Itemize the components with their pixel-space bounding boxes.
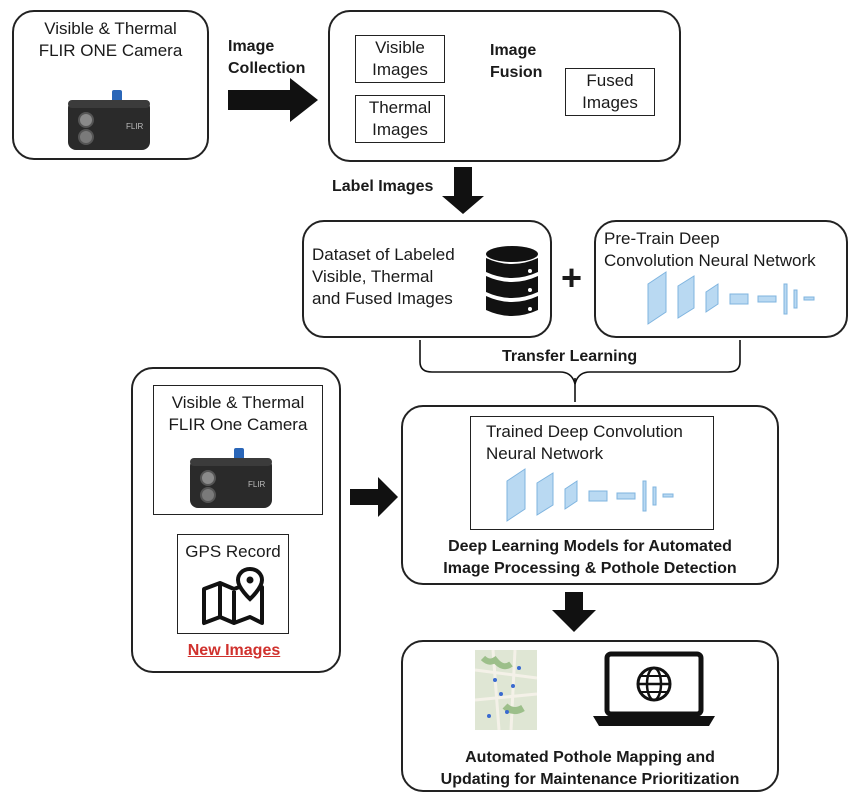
new-images-arrow [350, 477, 398, 517]
thermal-images-label: Thermal Images [368, 98, 432, 139]
camera-frame: Visible & Thermal FLIR One Camera FLIR [153, 385, 323, 515]
label-images-label: Label Images [332, 178, 434, 195]
fused-images-label: Fused Images [582, 71, 638, 112]
thermal-images-box: Thermal Images [355, 95, 445, 143]
trained-network-frame: Trained Deep Convolution Neural Network [470, 416, 714, 530]
new-images-label: New Images [187, 642, 281, 659]
pretrain-box: Pre-Train Deep Convolution Neural Networ… [594, 220, 848, 338]
output-arrow [552, 592, 596, 632]
map-pin-icon [202, 567, 265, 625]
image-collection-label: Image Collection [228, 38, 306, 77]
left-camera-title: Visible & Thermal FLIR One Camera [168, 393, 308, 434]
pretrain-title: Pre-Train Deep Convolution Neural Networ… [604, 229, 816, 270]
flir-camera-icon: FLIR [68, 90, 150, 150]
laptop-globe-icon [593, 651, 715, 726]
cnn-diagram-trained [506, 468, 674, 522]
image-collection-arrow [228, 78, 318, 122]
visible-images-box: Visible Images [355, 35, 445, 83]
transfer-learning-label: Transfer Learning [502, 348, 638, 365]
output-caption: Automated Pothole Mapping and Updating f… [440, 749, 740, 788]
gps-frame: GPS Record [177, 534, 289, 634]
plus-sign: + [561, 257, 583, 298]
cnn-diagram-pretrain [647, 271, 815, 325]
svg-text:FLIR: FLIR [126, 122, 144, 131]
fused-images-box: Fused Images [565, 68, 655, 116]
image-fusion-label: Image Fusion [490, 42, 543, 81]
trained-caption: Deep Learning Models for Automated Image… [443, 538, 737, 577]
flir-camera-icon-2: FLIR [190, 448, 272, 508]
output-box: Automated Pothole Mapping and Updating f… [401, 640, 779, 792]
dataset-box: Dataset of Labeled Visible, Thermal and … [302, 220, 552, 338]
label-images-arrow [442, 167, 484, 214]
camera-title: Visible & Thermal FLIR ONE Camera [38, 19, 183, 60]
database-icon [486, 246, 538, 316]
camera-box: Visible & Thermal FLIR ONE Camera FLIR [12, 10, 209, 160]
gps-record-label: GPS Record [185, 542, 281, 561]
visible-images-label: Visible Images [372, 38, 428, 79]
trained-network-title: Trained Deep Convolution Neural Network [486, 422, 683, 463]
pothole-map-thumbnail [475, 650, 537, 730]
dataset-text: Dataset of Labeled Visible, Thermal and … [312, 245, 455, 308]
svg-text:FLIR: FLIR [248, 480, 266, 489]
